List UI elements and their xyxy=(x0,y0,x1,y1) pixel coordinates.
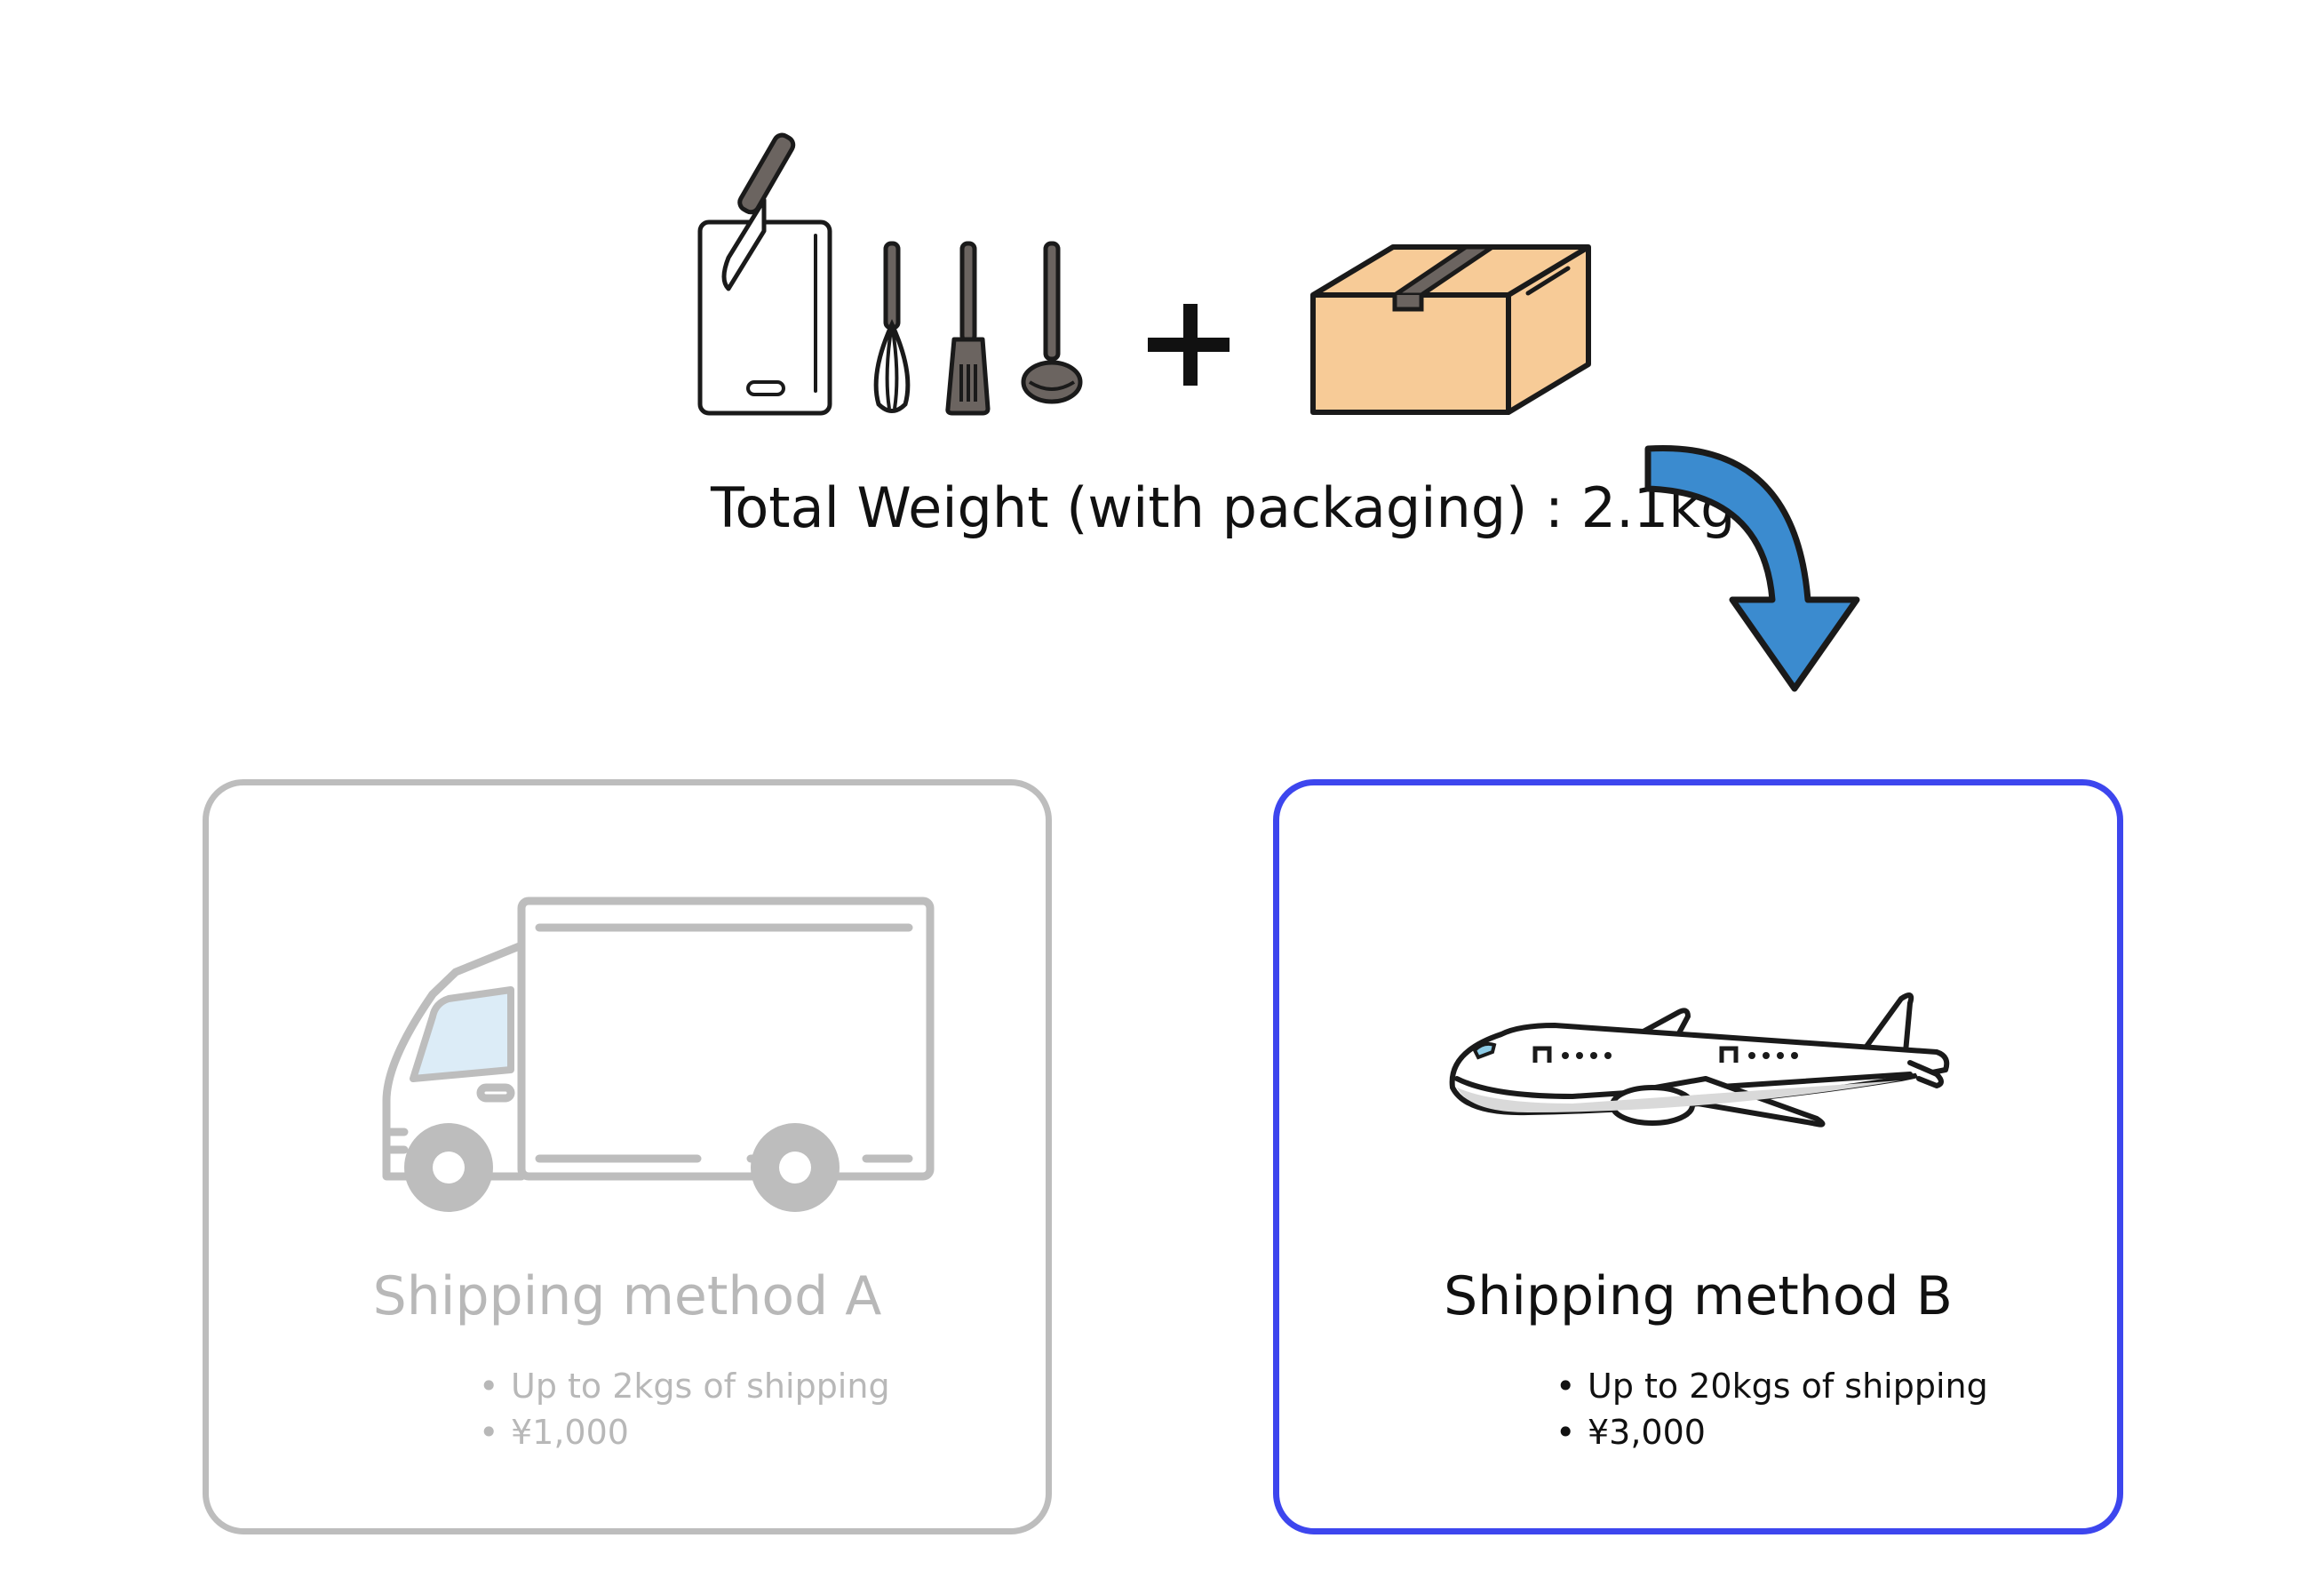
feature-item: Up to 20kgs of shipping xyxy=(1556,1363,1988,1409)
feature-item: ¥1,000 xyxy=(479,1409,890,1455)
whisk-icon xyxy=(873,241,911,413)
shipping-method-b-card[interactable]: Shipping method B Up to 20kgs of shippin… xyxy=(1273,779,2123,1534)
truck-icon xyxy=(382,897,935,1212)
cutting-board-knife-icon xyxy=(697,132,832,416)
spatula-icon xyxy=(945,241,991,416)
feature-item: ¥3,000 xyxy=(1556,1409,1988,1455)
cardboard-box-icon xyxy=(1310,244,1591,415)
method-title: Shipping method B xyxy=(1444,1265,1953,1327)
plus-icon xyxy=(1148,304,1230,386)
curved-arrow-down-icon xyxy=(1644,444,1860,692)
airplane-icon xyxy=(1449,992,1950,1128)
feature-item: Up to 2kgs of shipping xyxy=(479,1363,890,1409)
method-features: Up to 2kgs of shipping ¥1,000 xyxy=(479,1363,890,1455)
method-features: Up to 20kgs of shipping ¥3,000 xyxy=(1556,1363,1988,1455)
method-title: Shipping method A xyxy=(372,1265,882,1327)
ladle-icon xyxy=(1021,241,1083,404)
shipping-method-a-card[interactable]: Shipping method A Up to 2kgs of shipping… xyxy=(203,779,1052,1534)
